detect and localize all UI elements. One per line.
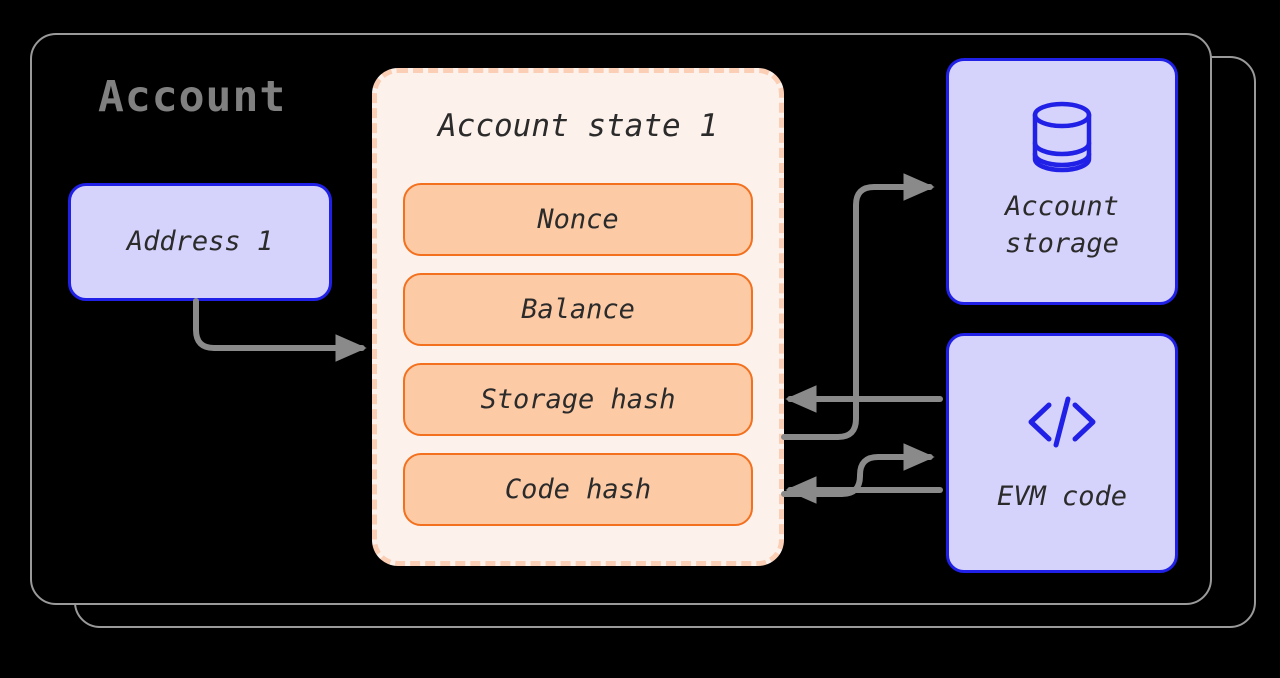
node-account-storage[interactable]: Account storage: [946, 58, 1178, 305]
field-balance[interactable]: Balance: [403, 273, 753, 346]
code-brackets-icon: [1024, 391, 1100, 453]
node-account-storage-label: Account storage: [1005, 191, 1119, 259]
field-nonce[interactable]: Nonce: [403, 183, 753, 256]
page-title: Account: [98, 72, 287, 122]
field-storage-hash[interactable]: Storage hash: [403, 363, 753, 436]
field-code-hash[interactable]: Code hash: [403, 453, 753, 526]
account-state-field-list: Nonce Balance Storage hash Code hash: [403, 183, 753, 526]
node-address-1-label: Address 1: [126, 225, 274, 257]
node-evm-code-label: EVM code: [996, 480, 1128, 512]
field-code-hash-label: Code hash: [504, 474, 652, 505]
database-icon: [1030, 101, 1094, 173]
node-address-1[interactable]: Address 1: [68, 183, 332, 301]
field-balance-label: Balance: [521, 294, 635, 325]
account-state-title: Account state 1: [438, 108, 718, 144]
node-evm-code[interactable]: EVM code: [946, 333, 1178, 573]
field-storage-hash-label: Storage hash: [480, 384, 676, 415]
account-state-container[interactable]: Account state 1 Nonce Balance Storage ha…: [372, 68, 784, 566]
field-nonce-label: Nonce: [537, 204, 619, 235]
